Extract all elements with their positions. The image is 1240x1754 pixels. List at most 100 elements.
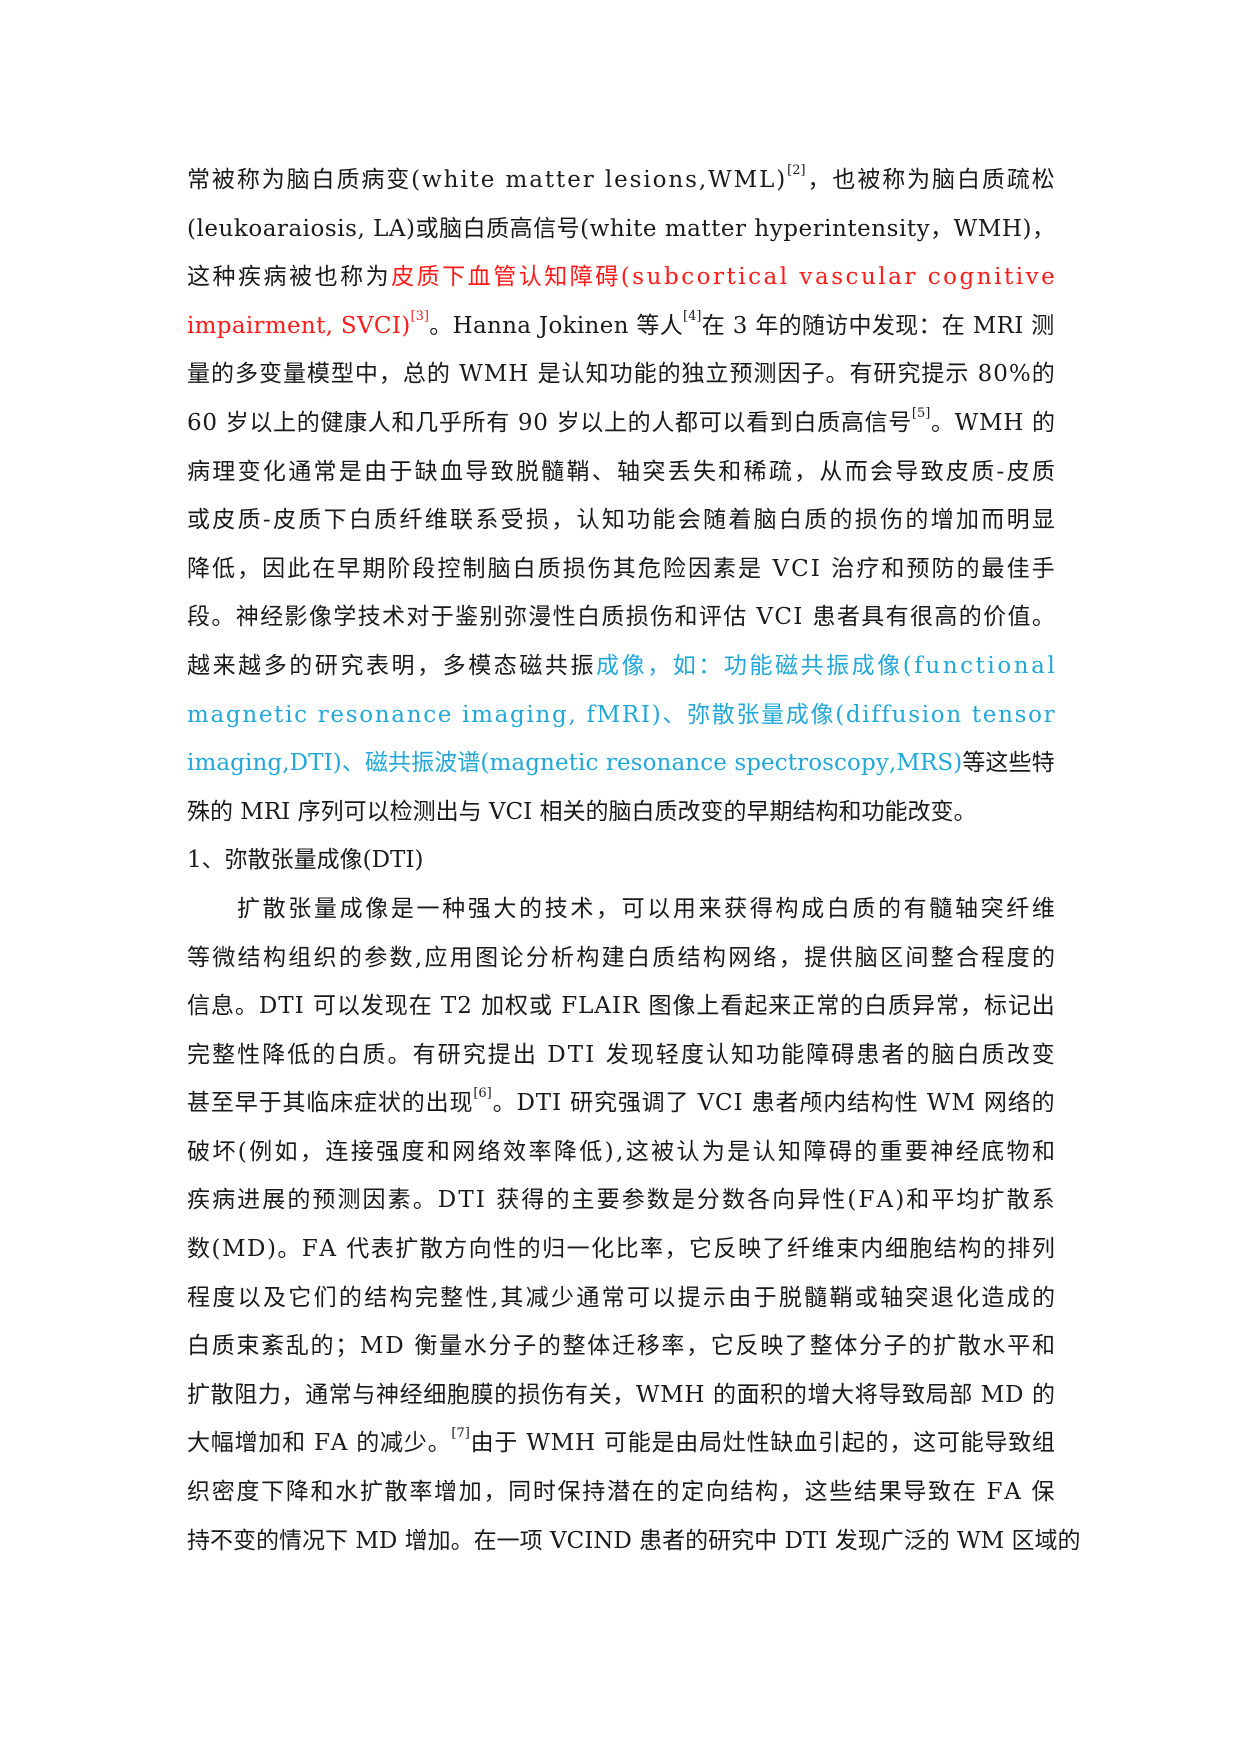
text-char: 保 (1031, 1479, 1055, 1506)
text-char: 体 (834, 1333, 858, 1360)
text-char: 和 (718, 458, 742, 485)
text-char: 中 (848, 312, 872, 339)
text-char: 性 (746, 1430, 770, 1457)
text-char: 随 (801, 312, 825, 339)
text-char: 研 (873, 361, 897, 388)
text-char: 定 (681, 1479, 705, 1506)
text-char: e (1041, 264, 1055, 291)
text-char: 平 (931, 1187, 955, 1214)
text-char: e (437, 701, 452, 728)
text-char: 和 (674, 604, 698, 631)
text-char: 的 (287, 1187, 311, 1214)
text-char: 缺 (414, 458, 438, 485)
text-char: 同 (508, 1479, 532, 1506)
text-char: 网 (728, 944, 752, 971)
text-char: 的 (401, 1090, 425, 1117)
text-char: 化 (591, 1236, 615, 1263)
text-char: 建 (601, 944, 625, 971)
text-char: b (663, 264, 679, 291)
text-char: 在 (631, 1479, 655, 1506)
text-char: 变 (386, 167, 410, 193)
text-char: 白 (337, 1041, 361, 1068)
text-char: D (547, 1041, 566, 1068)
text-char: e (480, 167, 495, 193)
text-char: 率 (640, 1236, 664, 1263)
text-char: 异 (912, 993, 935, 1020)
text-char: 年 (755, 312, 779, 339)
text-char: s (632, 264, 645, 291)
text-char: y (769, 215, 783, 242)
text-char: 测 (337, 1187, 361, 1214)
text-char: m (194, 312, 217, 339)
text-char: 散 (262, 895, 286, 922)
text-char: R (919, 750, 938, 777)
text-char: r (735, 215, 747, 242)
text-char: 成 (851, 652, 875, 679)
text-char: 甚 (187, 1090, 210, 1117)
text-char: 像 (621, 652, 645, 679)
text-char: 其 (500, 1284, 524, 1311)
text-char: 的 (546, 1187, 570, 1214)
text-char: i (824, 215, 832, 242)
text-char: i (245, 312, 254, 339)
text-char: 轴 (880, 1284, 904, 1311)
text-char: ( (902, 652, 912, 679)
text-char: 像 (877, 652, 901, 679)
text-char: 种 (212, 264, 236, 291)
text-char: C (715, 1090, 733, 1117)
text-char: 特 (1031, 750, 1055, 777)
text-char: 神 (376, 1381, 399, 1408)
text-char: 几 (415, 409, 439, 436)
text-char: n (942, 652, 958, 679)
text-char: - (262, 507, 271, 534)
text-char: 病 (361, 167, 385, 193)
text-char: 起 (841, 1430, 865, 1457)
text-char: 向 (705, 1479, 729, 1506)
text-char: M (733, 167, 758, 193)
text-char: 可 (603, 1430, 627, 1457)
text-char: i (187, 312, 195, 339)
text-char: 代 (346, 1236, 370, 1263)
text-char: 扩 (933, 1333, 957, 1360)
text-char: ， (930, 215, 954, 242)
text-char: 预 (312, 1187, 336, 1214)
text-char: 的 (657, 361, 681, 388)
text-char: 这 (625, 1138, 649, 1165)
text-char: 突 (905, 1284, 929, 1311)
text-char: 质 (981, 1041, 1005, 1068)
text-char: 络 (1007, 1090, 1031, 1117)
text-char: 能 (627, 1430, 651, 1457)
text-char: 细 (423, 1381, 447, 1408)
text-char: 权 (505, 993, 529, 1020)
text-char: a (231, 312, 246, 339)
text-char: u (218, 215, 234, 242)
text-char: A (1004, 1479, 1021, 1506)
text-char: H (1003, 409, 1024, 436)
text-char: 血 (439, 458, 463, 485)
text-char: 看 (720, 993, 744, 1020)
text-char: 功 (723, 652, 747, 679)
text-char: 信 (533, 215, 557, 242)
text-char: a (517, 312, 531, 339)
text-char: 扩 (981, 1187, 1005, 1214)
text-char: 阶 (387, 555, 411, 582)
text-char: T (458, 1187, 474, 1214)
text-char: 的 (338, 1284, 362, 1311)
text-char: 的 (956, 555, 980, 582)
text-char: 成 (1006, 1284, 1030, 1311)
text-char: 有 (849, 361, 873, 388)
text-char: 的 (289, 652, 313, 679)
text-char: W (926, 1090, 951, 1117)
text-char: 散 (384, 1479, 408, 1506)
text-char: n (535, 701, 551, 728)
text-char: i (625, 215, 633, 242)
text-char: W (954, 409, 979, 436)
text-char: t (701, 215, 711, 242)
text-char: 和 (426, 1138, 450, 1165)
text-char: 率 (528, 1138, 552, 1165)
text-char: 岁 (225, 409, 249, 436)
text-char: 神 (235, 604, 259, 631)
text-char: ， (664, 1236, 688, 1263)
text-char: 知 (601, 507, 625, 534)
